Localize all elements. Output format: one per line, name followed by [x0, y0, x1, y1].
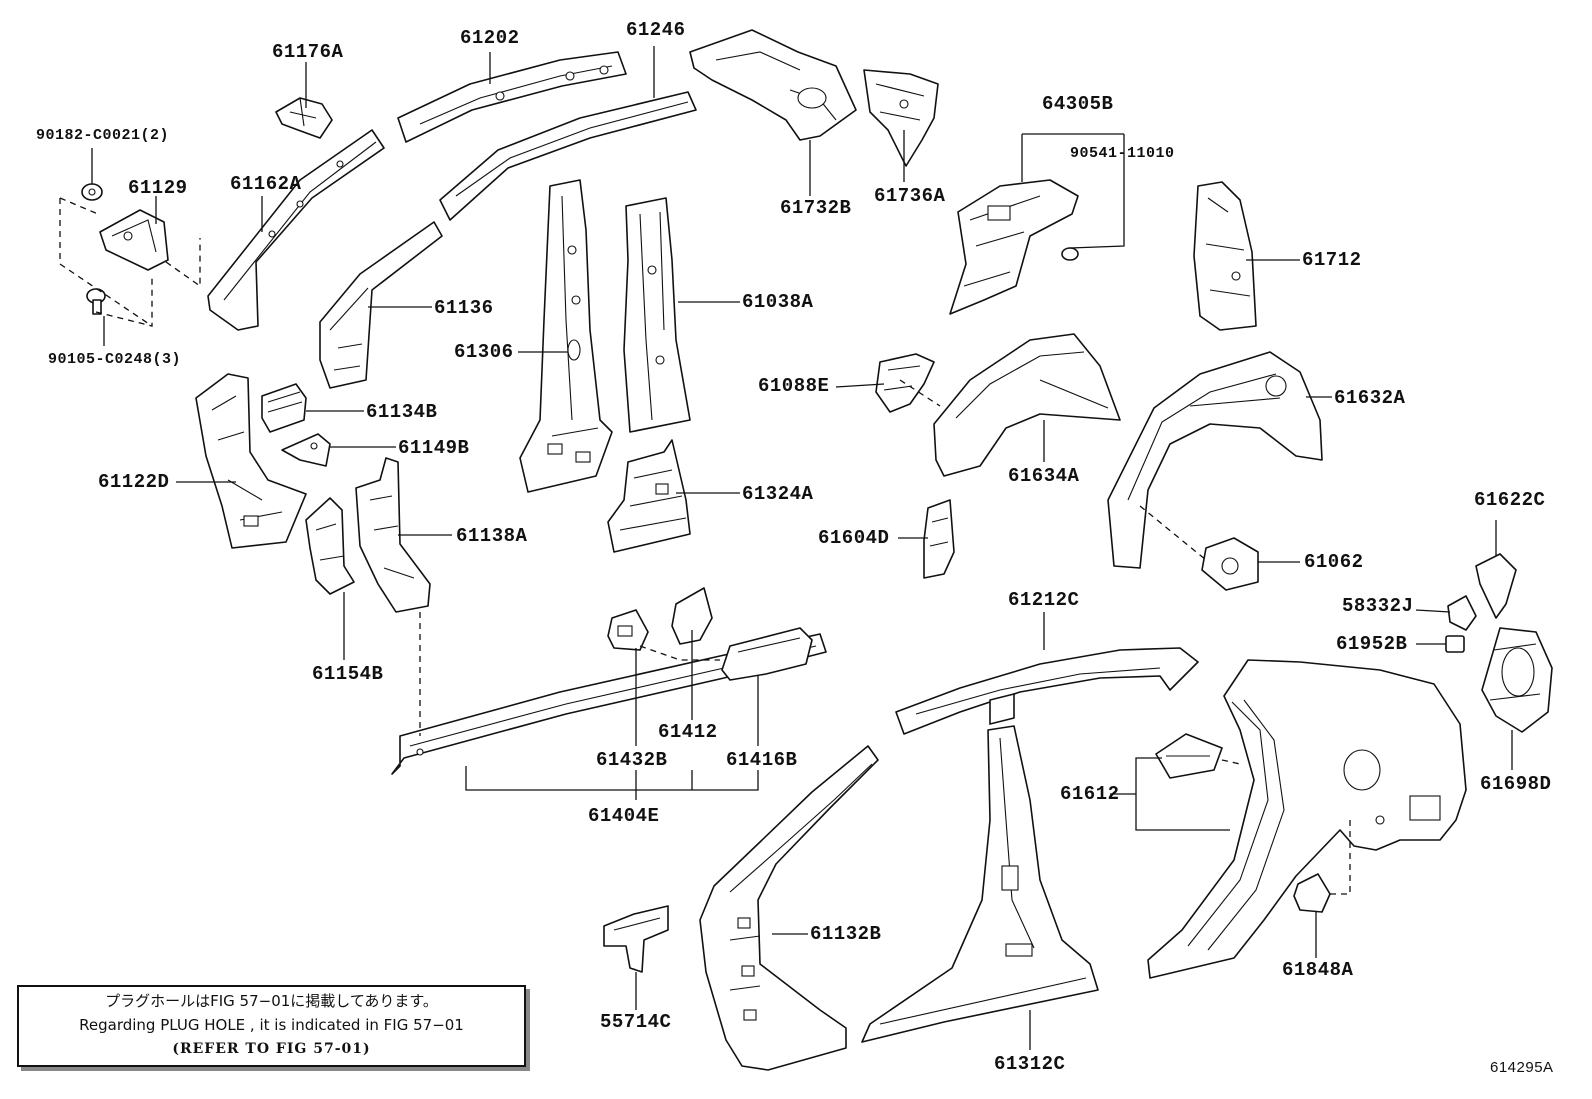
label-58332j[interactable]: 58332J — [1342, 595, 1414, 617]
label-61202[interactable]: 61202 — [460, 27, 520, 49]
part-61134b — [261, 383, 307, 433]
label-61324a[interactable]: 61324A — [742, 483, 814, 505]
label-61632a[interactable]: 61632A — [1334, 387, 1406, 409]
part-90105-bolt — [86, 288, 106, 315]
label-61129[interactable]: 61129 — [128, 177, 188, 199]
label-61622c[interactable]: 61622C — [1474, 489, 1546, 511]
label-61712[interactable]: 61712 — [1302, 249, 1362, 271]
part-61634a — [933, 333, 1121, 477]
label-61312c[interactable]: 61312C — [994, 1053, 1066, 1075]
label-61149b[interactable]: 61149B — [398, 437, 470, 459]
figure-code: 614295A — [1490, 1059, 1554, 1076]
label-61134b[interactable]: 61134B — [366, 401, 438, 423]
part-61736a — [863, 69, 939, 167]
label-61132b[interactable]: 61132B — [810, 923, 882, 945]
label-55714c[interactable]: 55714C — [600, 1011, 672, 1033]
label-61154b[interactable]: 61154B — [312, 663, 384, 685]
part-61162a — [207, 129, 385, 331]
part-61132b — [699, 745, 879, 1071]
part-61149b — [281, 433, 331, 467]
label-61136[interactable]: 61136 — [434, 297, 494, 319]
label-90182-c0021[interactable]: 90182-C0021(2) — [36, 127, 170, 144]
leader-lines — [91, 46, 1513, 1050]
label-61736a[interactable]: 61736A — [874, 185, 946, 207]
label-61412[interactable]: 61412 — [658, 721, 718, 743]
part-90541-clip — [1061, 247, 1079, 261]
label-61162a[interactable]: 61162A — [230, 173, 302, 195]
alignment-dashes — [419, 612, 720, 736]
part-61312c — [861, 725, 1099, 1043]
part-61138a — [355, 457, 431, 613]
note-japanese: プラグホールはFIG 57−01に掲載してあります。 — [105, 992, 438, 1010]
label-61612[interactable]: 61612 — [1060, 783, 1120, 805]
label-61698d[interactable]: 61698D — [1480, 773, 1552, 795]
part-58332j — [1447, 595, 1477, 631]
label-61138a[interactable]: 61138A — [456, 525, 528, 547]
label-61246[interactable]: 61246 — [626, 19, 686, 41]
part-61129 — [99, 209, 169, 271]
part-61432b — [607, 609, 649, 651]
label-61732b[interactable]: 61732B — [780, 197, 852, 219]
part-61712 — [1193, 181, 1257, 331]
label-61848a[interactable]: 61848A — [1282, 959, 1354, 981]
note-reference[interactable]: (REFER TO FIG 57-01) — [172, 1041, 371, 1057]
part-64305b — [949, 179, 1079, 315]
part-61122d — [195, 373, 307, 549]
label-90105-c0248[interactable]: 90105-C0248(3) — [48, 351, 182, 368]
label-61604d[interactable]: 61604D — [818, 527, 890, 549]
label-61404e[interactable]: 61404E — [588, 805, 660, 827]
part-55714c — [603, 905, 669, 973]
label-64305b[interactable]: 64305B — [1042, 93, 1114, 115]
label-61952b[interactable]: 61952B — [1336, 633, 1408, 655]
label-61306[interactable]: 61306 — [454, 341, 514, 363]
label-61212c[interactable]: 61212C — [1008, 589, 1080, 611]
part-61324a — [607, 439, 691, 553]
part-61632a — [1107, 351, 1323, 569]
note-english: Regarding PLUG HOLE , it is indicated in… — [79, 1016, 464, 1034]
label-61062[interactable]: 61062 — [1304, 551, 1364, 573]
part-61202 — [397, 51, 627, 143]
part-61416b — [721, 627, 813, 681]
part-61306 — [519, 179, 613, 493]
label-61088e[interactable]: 61088E — [758, 375, 830, 397]
label-61176a[interactable]: 61176A — [272, 41, 344, 63]
label-61122d[interactable]: 61122D — [98, 471, 170, 493]
part-90182-nut — [81, 183, 103, 201]
part-61154b — [305, 497, 355, 595]
part-61622c — [1475, 553, 1517, 619]
part-quarter-panel — [1147, 659, 1467, 979]
label-61432b[interactable]: 61432B — [596, 749, 668, 771]
part-61176a — [275, 97, 333, 139]
part-61136 — [319, 221, 443, 389]
part-61604d — [923, 499, 955, 579]
label-90541-11010[interactable]: 90541-11010 — [1070, 145, 1175, 162]
part-61038a — [623, 197, 691, 433]
part-61952b — [1445, 635, 1465, 653]
part-61698d — [1481, 627, 1553, 733]
part-61212c — [895, 647, 1199, 735]
part-61612 — [1155, 733, 1223, 779]
plug-hole-note: プラグホールはFIG 57−01に掲載してあります。 Regarding PLU… — [17, 985, 526, 1067]
label-61038a[interactable]: 61038A — [742, 291, 814, 313]
label-61634a[interactable]: 61634A — [1008, 465, 1080, 487]
part-61062 — [1201, 537, 1259, 591]
part-61412 — [671, 587, 713, 645]
part-61848a — [1293, 873, 1331, 913]
part-61246 — [439, 91, 697, 221]
part-61732b — [689, 29, 857, 141]
label-61416b[interactable]: 61416B — [726, 749, 798, 771]
